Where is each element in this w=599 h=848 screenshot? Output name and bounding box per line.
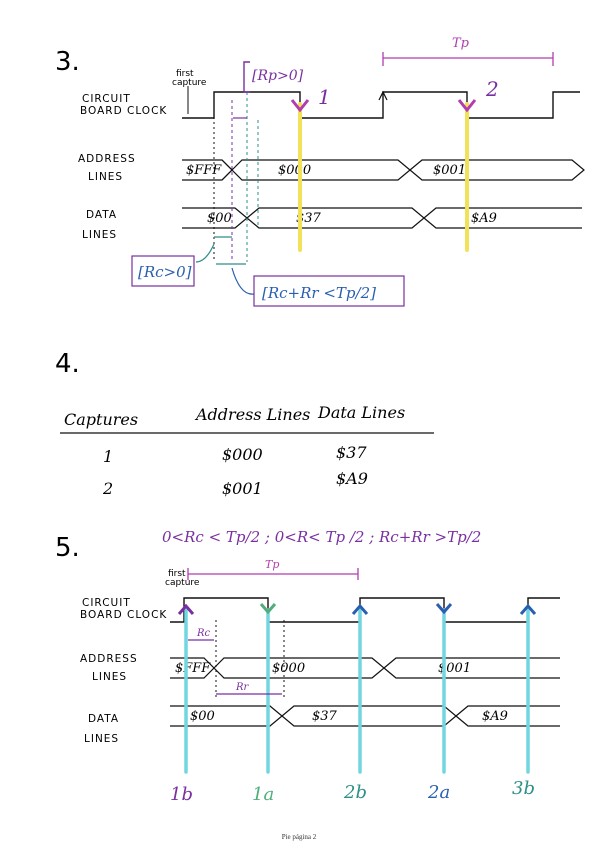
table-cell: $001 <box>222 479 263 498</box>
data-value: $37 <box>312 709 338 724</box>
address-value: $000 <box>278 163 311 178</box>
capture-marker-icon <box>457 99 477 113</box>
period-label: Tp <box>452 36 470 51</box>
section-number: 3. <box>55 47 80 77</box>
table-header: Data Lines <box>317 403 405 422</box>
edge-label: 2a <box>427 782 450 803</box>
address-bus-segment <box>383 657 560 679</box>
data-bus-segment <box>281 705 457 727</box>
address-value: $001 <box>438 661 471 676</box>
address-value: $000 <box>272 661 305 676</box>
rc-note: [Rc>0] <box>138 263 192 281</box>
sum-note: [Rc+Rr <Tp/2] <box>262 284 376 302</box>
address-value: $001 <box>433 163 466 178</box>
rising-edge-icon <box>378 90 388 101</box>
table-cell: 1 <box>103 447 113 466</box>
page-footer: Pie página 2 <box>282 833 317 841</box>
table-cell: $000 <box>222 445 263 464</box>
rising-edge-marker-icon <box>519 603 537 615</box>
section-number: 5. <box>55 533 80 563</box>
rr-label: Rr <box>235 682 250 693</box>
address-value: $FFF <box>175 661 211 676</box>
data-value: $00 <box>207 211 232 226</box>
data-bus-segment <box>246 207 425 229</box>
data-value: $A9 <box>482 709 508 724</box>
table-cell: 2 <box>102 479 113 498</box>
sum-box <box>253 275 405 307</box>
rising-edge-marker-icon <box>351 603 369 615</box>
data-value: $00 <box>190 709 215 724</box>
address-bus-segment <box>409 159 585 181</box>
table-header: Address Lines <box>194 405 310 424</box>
table-header: Captures <box>64 410 138 429</box>
rc-label: Rc <box>196 628 211 639</box>
data-bus-segment <box>455 705 560 727</box>
condition-text: 0<Rc < Tp/2 ; 0<R< Tp /2 ; Rc+Rr >Tp/2 <box>162 528 481 546</box>
rp-note: [Rp>0] <box>252 68 304 84</box>
rp-bracket <box>243 61 250 93</box>
edge-label: 2b <box>343 782 367 803</box>
capture-2-label: 2 <box>485 77 499 101</box>
section-number: 4. <box>55 349 80 379</box>
data-value: $37 <box>296 211 322 226</box>
table-cell: $37 <box>336 443 367 462</box>
address-bus-segment <box>231 159 411 181</box>
falling-edge-marker-icon <box>435 603 453 615</box>
rc-box <box>131 255 195 287</box>
data-value: $A9 <box>471 211 497 226</box>
capture-1-label: 1 <box>318 85 331 109</box>
edge-label: 3b <box>512 778 535 799</box>
data-bus-segment <box>423 207 582 229</box>
edge-label: 1b <box>170 784 193 805</box>
capture-marker-icon <box>290 99 310 113</box>
address-value: $FFF <box>186 163 222 178</box>
edge-label: 1a <box>252 784 274 805</box>
period-label: Tp <box>265 558 279 571</box>
section-4: 4. Captures Address Lines Data Lines 1 $… <box>55 349 434 498</box>
falling-edge-marker-icon <box>259 603 277 615</box>
clock-waveform <box>182 91 580 119</box>
section-5: 5. 0<Rc < Tp/2 ; 0<R< Tp /2 ; Rc+Rr >Tp/… <box>55 528 560 805</box>
table-cell: $A9 <box>336 469 368 488</box>
rising-edge-marker-icon <box>177 603 195 615</box>
